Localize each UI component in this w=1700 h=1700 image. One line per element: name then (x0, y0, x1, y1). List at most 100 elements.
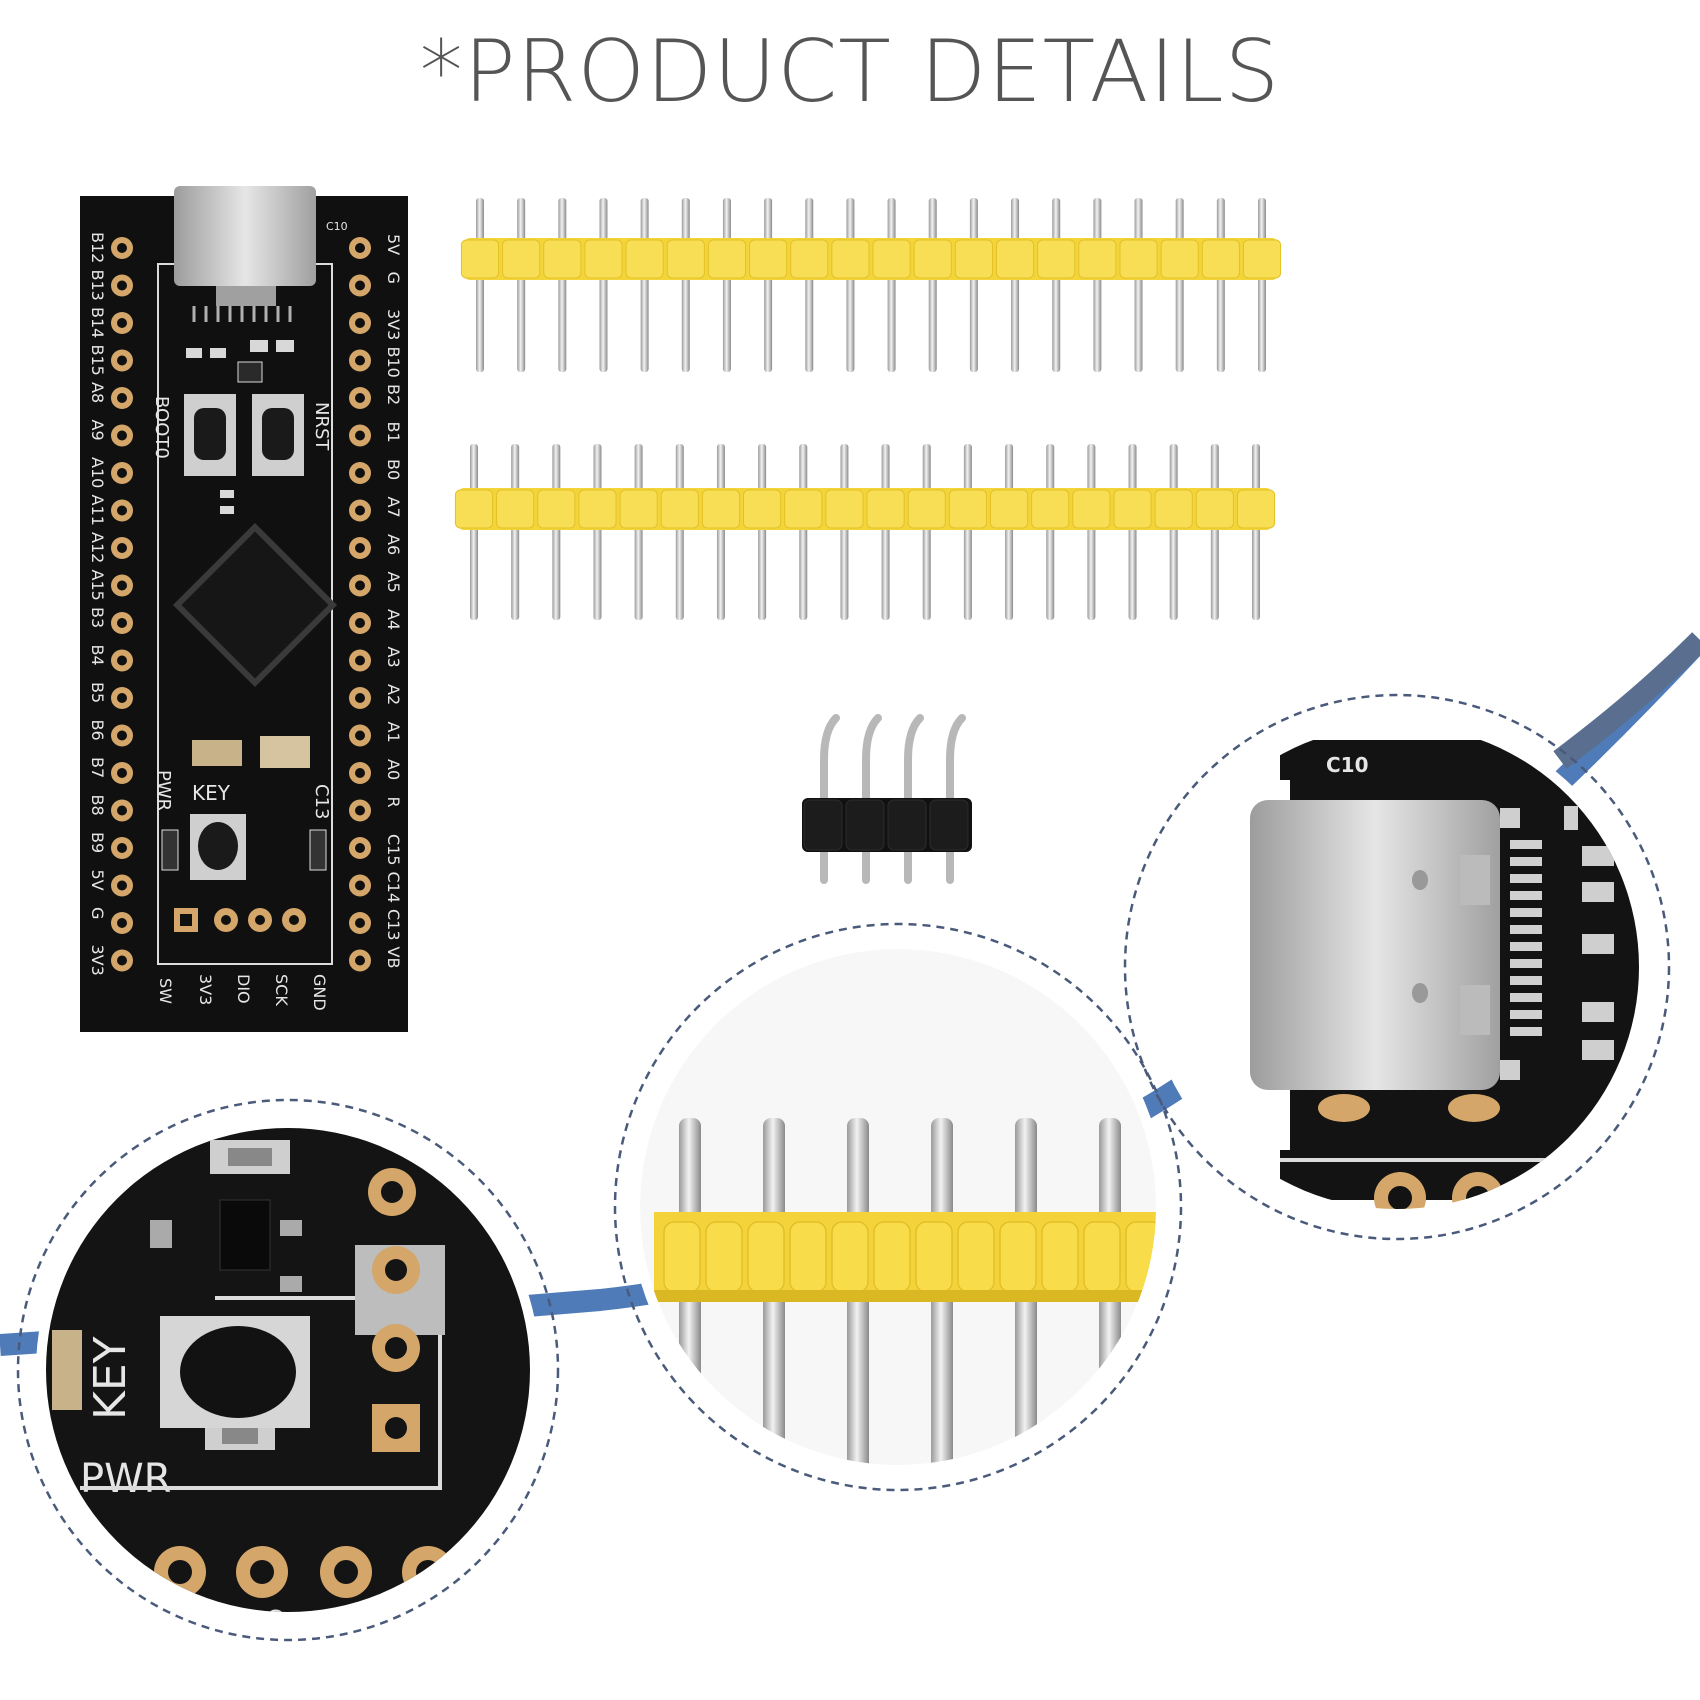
right-pin-label: A6 (384, 534, 403, 555)
nrst-label: NRST (311, 402, 332, 451)
crystal (260, 736, 310, 768)
header-pin (881, 444, 890, 620)
debug-label-3v3: 3V3 (196, 974, 215, 1005)
debug-label-dio: DIO (234, 974, 253, 1004)
left-pin-label: A15 (88, 570, 107, 601)
right-angle-pin (946, 714, 966, 884)
left-pin-label: B15 (88, 345, 107, 376)
pin-pads (111, 237, 371, 972)
pwr-label: PWR (153, 770, 174, 811)
header-pin (922, 444, 931, 620)
right-pin-label: A1 (384, 722, 403, 743)
header-pin (1087, 444, 1096, 620)
header-pin (1005, 444, 1014, 620)
right-angle-header (802, 714, 972, 884)
right-angle-pin (904, 714, 924, 884)
header-pin (722, 198, 731, 372)
zoom-c10-label: C10 (1326, 753, 1369, 777)
header-pin (517, 198, 526, 372)
header-pin (511, 444, 520, 620)
left-pin-label: B7 (88, 757, 107, 778)
header-pin (634, 444, 643, 620)
right-pin-label: A4 (384, 609, 403, 630)
c13-label: C13 (311, 784, 332, 819)
left-pin-label: B13 (88, 270, 107, 301)
header-pin (1169, 444, 1178, 620)
key-label: KEY (192, 781, 231, 805)
left-pin-label: A10 (88, 457, 107, 488)
left-pin-label: B5 (88, 682, 107, 703)
pin-header-strip (454, 444, 1276, 620)
left-pin-label: A9 (88, 420, 107, 441)
header-pin (1128, 444, 1137, 620)
left-pin-label: B3 (88, 607, 107, 628)
left-pin-label: B12 (88, 232, 107, 263)
crystal (192, 740, 242, 766)
right-pin-label: C13 (384, 909, 403, 941)
header-pin (599, 198, 608, 372)
header-pin (640, 198, 649, 372)
header-pin (1258, 198, 1266, 372)
right-pin-labels: 5VG3V3B10B2B1B0A7A6A5A4A3A2A1A0RC15C14C1… (384, 234, 403, 968)
left-pin-label: B8 (88, 795, 107, 816)
header-pin (1216, 198, 1225, 372)
right-pin-label: G (384, 272, 403, 284)
left-pin-labels: B12B13B14B15A8A9A10A11A12A15B3B4B5B6B7B8… (88, 232, 107, 976)
zoom-label-b9: B9 (240, 1604, 288, 1645)
header-pin (1093, 198, 1102, 372)
header-pin (928, 198, 937, 372)
header-pin (558, 198, 567, 372)
boot0-label: BOOT0 (151, 396, 172, 459)
header-pin (1011, 198, 1020, 372)
right-angle-pin (820, 714, 840, 884)
header-pin (846, 198, 855, 372)
silkscreen-c10: C10 (326, 220, 348, 233)
right-pin-label: B0 (384, 459, 403, 480)
zoom-pin (931, 1118, 953, 1465)
left-pin-label: B6 (88, 720, 107, 741)
right-pin-label: A2 (384, 684, 403, 705)
right-pin-label: C14 (384, 872, 403, 904)
header-pin (593, 444, 602, 620)
header-pin (552, 444, 561, 620)
right-pin-label: 3V3 (384, 309, 403, 340)
header-pin (476, 198, 484, 372)
right-pin-label: B2 (384, 384, 403, 405)
right-pin-label: C15 (384, 834, 403, 866)
left-pin-label: A12 (88, 532, 107, 563)
header-pin (1052, 198, 1061, 372)
right-pin-label: A0 (384, 759, 403, 780)
debug-label-gnd: GND (310, 974, 329, 1011)
header-pin (1210, 444, 1219, 620)
header-pin (716, 444, 725, 620)
zoom-pin (1015, 1118, 1037, 1465)
zoom-key-area: KEY PWR B9 5V (16, 1098, 560, 1645)
header-pin (1252, 444, 1260, 620)
left-pin-label: A11 (88, 495, 107, 526)
header-pin (758, 444, 767, 620)
left-pin-label: A8 (88, 382, 107, 403)
header-pin (1046, 444, 1055, 620)
dev-board: C10 BOOT0 NRST KEY PWR C13 (80, 186, 408, 1032)
left-pin-label: 3V3 (88, 945, 107, 976)
right-pin-label: VB (384, 947, 403, 969)
header-pin (840, 444, 849, 620)
right-pin-label: B10 (384, 347, 403, 378)
header-pin (963, 444, 972, 620)
header-pin (887, 198, 896, 372)
zoom-pwr-label: PWR (80, 1456, 171, 1502)
right-pin-label: A5 (384, 572, 403, 593)
left-pin-label: G (88, 907, 107, 919)
header-pin (1134, 198, 1143, 372)
left-pin-label: B14 (88, 307, 107, 338)
header-pin (799, 444, 808, 620)
page-title: *PRODUCT DETAILS (419, 22, 1281, 122)
header-pin (805, 198, 814, 372)
zoom-pin (763, 1118, 785, 1465)
left-pin-label: 5V (88, 870, 107, 891)
header-pin (1175, 198, 1184, 372)
right-pin-label: A7 (384, 497, 403, 518)
zoom-pin (679, 1118, 701, 1465)
zoom-key-label: KEY (85, 1336, 136, 1420)
header-pin (969, 198, 978, 372)
